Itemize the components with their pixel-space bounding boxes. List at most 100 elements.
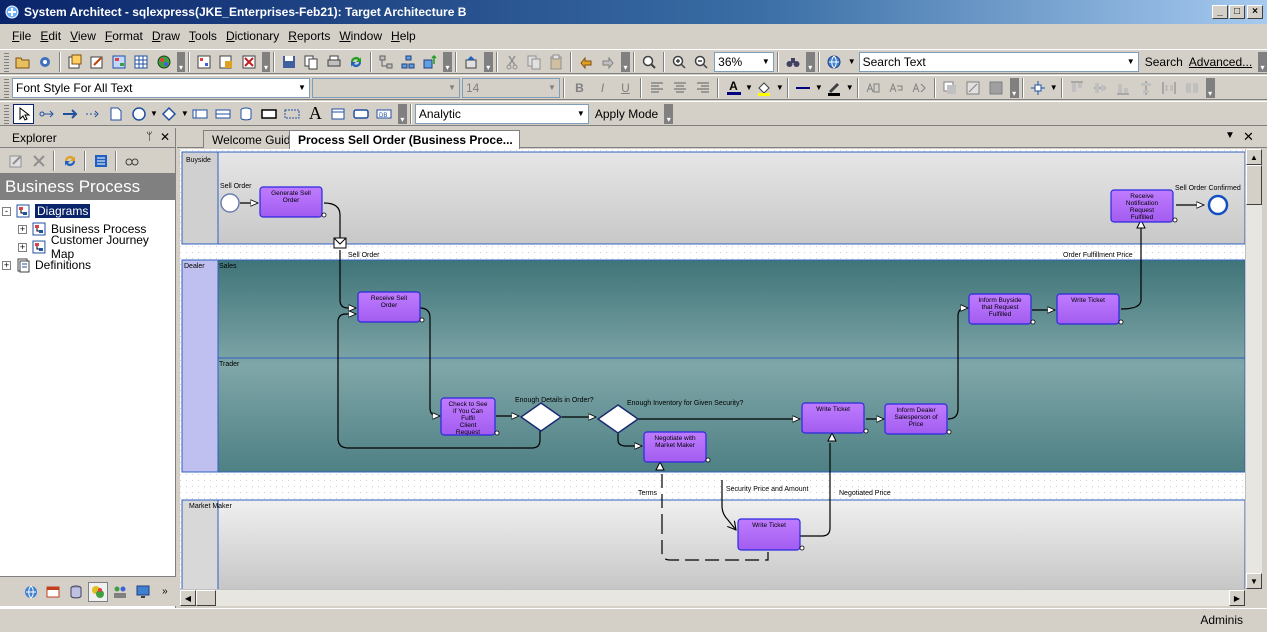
task-write-ticket-sales[interactable]: Write Ticket <box>1056 293 1124 325</box>
align-center-icon[interactable] <box>669 78 690 98</box>
task-write-ticket-trader[interactable]: Write Ticket <box>801 402 869 434</box>
font-size-select[interactable]: 14▼ <box>462 77 560 98</box>
advanced-search-button[interactable]: Advanced... <box>1188 54 1253 69</box>
end-event[interactable] <box>1207 194 1229 216</box>
connector-arrow[interactable]: ▼ <box>1049 83 1058 92</box>
report-icon[interactable] <box>216 52 236 72</box>
explorer-delete-icon[interactable] <box>28 151 49 171</box>
pool-icon[interactable] <box>190 104 211 124</box>
align-top-icon[interactable] <box>1067 78 1088 98</box>
web-search-icon[interactable] <box>824 52 844 72</box>
menu-window[interactable]: Window <box>339 29 383 43</box>
zoom-fit-icon[interactable] <box>639 52 659 72</box>
text-rotate-icon[interactable] <box>909 78 930 98</box>
tabs-dropdown-icon[interactable]: ▼ <box>1225 130 1235 141</box>
find-icon[interactable] <box>783 52 803 72</box>
refresh-icon[interactable] <box>346 52 366 72</box>
gateway-enough-inventory[interactable] <box>596 404 640 434</box>
font-name-select[interactable]: ▼ <box>312 77 460 98</box>
font-color-icon[interactable]: A <box>723 78 744 98</box>
edit-definition-icon[interactable] <box>87 52 107 72</box>
font-style-select[interactable]: Font Style For All Text▼ <box>12 77 310 98</box>
close-button[interactable]: × <box>1247 5 1263 19</box>
horizontal-scrollbar[interactable]: ◀ ▶ <box>180 589 1245 606</box>
data-object-icon[interactable]: DB <box>374 104 395 124</box>
paste-icon[interactable] <box>546 52 566 72</box>
menu-help[interactable]: Help <box>391 29 416 43</box>
same-size-icon[interactable] <box>1182 78 1203 98</box>
diagram-canvas[interactable]: Buyside Dealer Sales Trader Market Maker <box>180 149 1245 589</box>
search-button[interactable]: Search <box>1144 54 1183 69</box>
menu-draw[interactable]: Draw <box>151 29 180 43</box>
more-chevron-icon[interactable]: » <box>162 586 168 597</box>
line-color-arrow[interactable]: ▼ <box>845 83 854 92</box>
circle-shape-icon[interactable] <box>128 104 149 124</box>
zoom-in-icon[interactable] <box>669 52 689 72</box>
explorer-close-icon[interactable]: ✕ <box>160 130 171 144</box>
pin-icon[interactable]: ᛘ <box>146 131 153 143</box>
redo-icon[interactable] <box>598 52 618 72</box>
tab-welcome-guide[interactable]: Welcome Guide <box>203 130 305 148</box>
distribute-icon[interactable] <box>1136 78 1157 98</box>
line-style-icon[interactable] <box>793 78 814 98</box>
diamond-shape-icon[interactable] <box>159 104 180 124</box>
sequence-flow-icon[interactable] <box>36 104 57 124</box>
circle-shape-arrow[interactable]: ▼ <box>150 109 158 118</box>
maximize-button[interactable]: □ <box>1229 5 1245 19</box>
tree-item-business-process[interactable]: +Business Process <box>0 220 175 238</box>
mode-select[interactable]: Analytic▼ <box>414 103 589 124</box>
menu-tools[interactable]: Tools <box>188 29 217 43</box>
globe-color-icon[interactable] <box>154 52 174 72</box>
gateway-enough-details[interactable] <box>519 402 563 432</box>
align-right-icon[interactable] <box>692 78 713 98</box>
scroll-left-button[interactable]: ◀ <box>180 590 196 606</box>
diamond-shape-arrow[interactable]: ▼ <box>180 109 189 118</box>
pool-buyside[interactable]: Buyside <box>181 151 1245 245</box>
explorer-view-icon[interactable] <box>121 151 142 171</box>
tab-process-sell-order[interactable]: Process Sell Order (Business Proce... <box>289 130 520 149</box>
shadow-icon[interactable] <box>940 78 961 98</box>
zoom-out-icon[interactable] <box>691 52 711 72</box>
text-tool-icon[interactable]: A <box>308 103 322 123</box>
tree-expander-icon[interactable]: + <box>18 223 27 234</box>
explorer-properties-icon[interactable] <box>90 151 111 171</box>
menu-reports[interactable]: Reports <box>288 29 331 43</box>
scroll-right-button[interactable]: ▶ <box>1229 590 1245 606</box>
tree-expander-icon[interactable]: - <box>2 206 11 216</box>
navigate-up-icon[interactable] <box>420 52 440 72</box>
tab-close-icon[interactable]: ✕ <box>1243 129 1254 144</box>
gear-icon[interactable] <box>35 52 55 72</box>
underline-icon[interactable]: U <box>621 80 630 95</box>
connector-icon[interactable] <box>1028 78 1049 98</box>
pool-market-maker[interactable]: Market Maker <box>181 499 1245 589</box>
copy-icon[interactable] <box>301 52 321 72</box>
text-position-icon[interactable] <box>863 78 884 98</box>
save-icon[interactable] <box>279 52 299 72</box>
scroll-up-button[interactable]: ▲ <box>1246 149 1262 165</box>
business-process-icon[interactable] <box>87 581 109 602</box>
search-text-input[interactable]: Search Text▼ <box>858 51 1139 72</box>
tree-item-customer-journey-map[interactable]: +Customer Journey Map <box>0 233 175 261</box>
align-bottom-icon[interactable] <box>1113 78 1134 98</box>
cut-icon[interactable] <box>502 52 522 72</box>
minimize-button[interactable]: _ <box>1212 5 1228 19</box>
tree-expander-icon[interactable]: + <box>18 241 27 252</box>
explorer-edit-icon[interactable] <box>5 151 26 171</box>
globe-icon[interactable] <box>21 582 41 602</box>
network-icon[interactable] <box>376 52 396 72</box>
dashed-rect-icon[interactable] <box>282 104 303 124</box>
rounded-rect-icon[interactable] <box>351 104 372 124</box>
menu-file[interactable]: File <box>12 29 32 43</box>
zoom-select[interactable]: 36%▼ <box>714 51 774 72</box>
copy-disabled-icon[interactable] <box>524 52 544 72</box>
hierarchy-icon[interactable] <box>398 52 418 72</box>
arrow-icon[interactable] <box>59 104 80 124</box>
compare-icon[interactable] <box>239 52 259 72</box>
menu-view[interactable]: View <box>70 29 96 43</box>
open-icon[interactable] <box>13 52 33 72</box>
gradient-icon[interactable] <box>986 78 1007 98</box>
